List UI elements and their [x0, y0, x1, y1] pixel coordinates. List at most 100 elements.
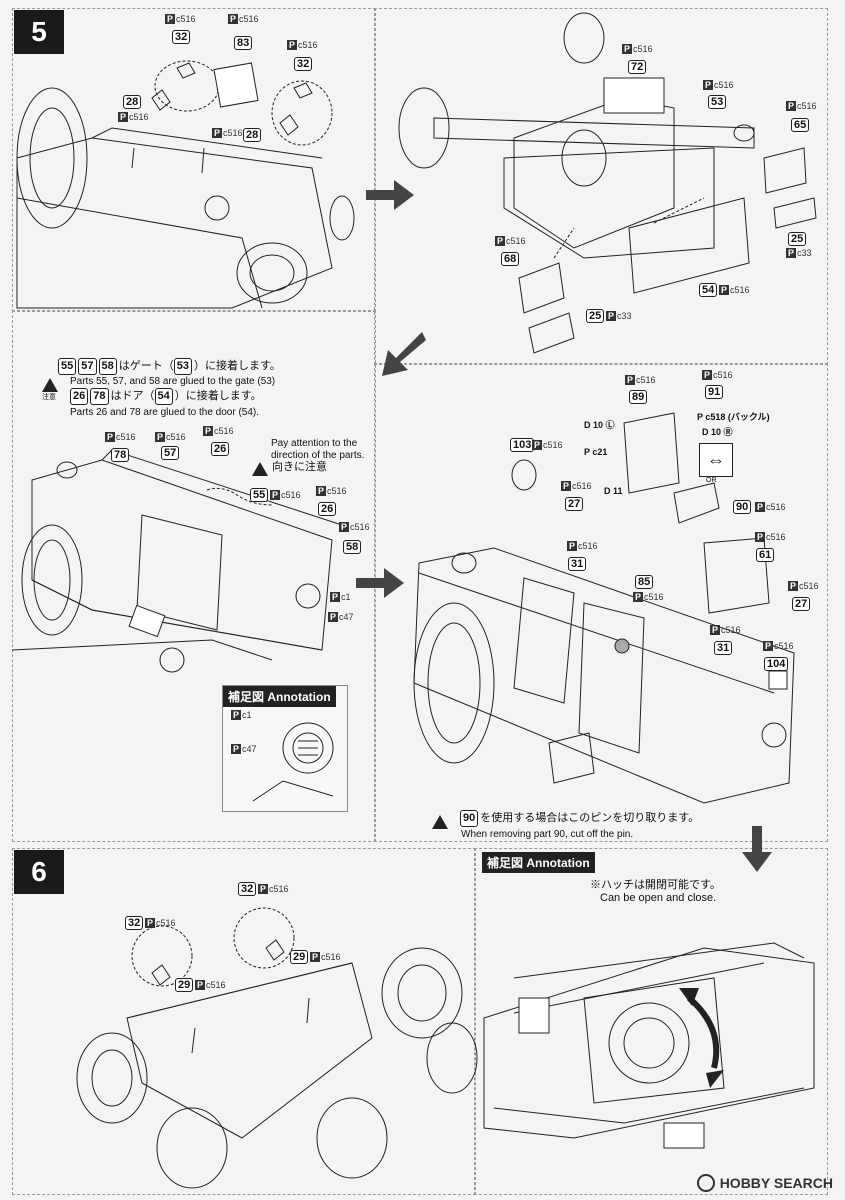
part-32b: 32	[294, 57, 313, 71]
watermark-logo-icon	[696, 1174, 715, 1192]
part-61: 61	[756, 548, 775, 562]
or-arrows-icon: ⇔	[699, 443, 733, 477]
part-28a: 28	[123, 95, 142, 109]
part-27a: 27	[565, 497, 584, 511]
arrow-down-left	[382, 332, 426, 376]
step6-drawing	[76, 907, 478, 1189]
step-6-badge: 6	[14, 850, 64, 894]
part-29b: 29	[175, 978, 194, 992]
mid-left-drawing	[11, 449, 343, 673]
part-91: 91	[705, 385, 724, 399]
part-27b: 27	[792, 597, 811, 611]
arrow-right-1	[366, 180, 414, 210]
tag-pc21: P c21	[584, 447, 608, 457]
attention-note-en: Pay attention to the direction of the pa…	[271, 438, 365, 461]
door-note-en: Parts 26 and 78 are glued to the door (5…	[70, 407, 260, 418]
hatch-annotation-title: 補足図 Annotation	[482, 852, 595, 873]
tag-d10l: D 10 Ⓛ	[584, 420, 615, 430]
hatch-panel	[474, 848, 828, 1195]
part-26b: 26	[318, 502, 337, 516]
part-53: 53	[708, 95, 727, 109]
part-89: 89	[629, 390, 648, 404]
step-5-badge: 5	[14, 10, 64, 54]
part-32c: 32	[238, 882, 257, 896]
hatch-note-en: Can be open and close.	[600, 892, 717, 904]
part-103: 103	[510, 438, 535, 452]
attention-warning-icon	[252, 460, 272, 478]
hobby-search-watermark: HOBBY SEARCH	[696, 1174, 833, 1192]
arrow-down	[742, 826, 772, 872]
part-104: 104	[764, 657, 789, 671]
tag-pc518: P c518 (バックル)	[697, 412, 770, 422]
step5-right-panel	[374, 8, 828, 365]
tag-d11: D 11	[604, 486, 623, 496]
step5-left-drawing	[16, 60, 355, 309]
pin-warning-icon	[432, 813, 452, 831]
pin-note-en: When removing part 90, cut off the pin.	[461, 829, 634, 840]
hatch-drawing	[483, 942, 815, 1149]
annotation-title: 補足図 Annotation	[223, 686, 336, 707]
part-85: 85	[635, 575, 654, 589]
part-58: 58	[343, 540, 362, 554]
part-65: 65	[791, 118, 810, 132]
mid-left-panel	[12, 310, 376, 842]
part-55: 55	[250, 488, 269, 502]
part-78: 78	[111, 448, 130, 462]
part-31a: 31	[568, 557, 587, 571]
step6-panel	[12, 848, 476, 1195]
part-32d: 32	[125, 916, 144, 930]
arrow-right-2	[356, 568, 404, 598]
part-57: 57	[161, 446, 180, 460]
hatch-note-jp: ※ハッチは開閉可能です。	[590, 879, 721, 891]
part-83: 83	[234, 36, 253, 50]
mid-right-panel	[374, 363, 828, 842]
or-label: OR	[706, 477, 717, 484]
warning-icon	[42, 376, 62, 394]
part-26a: 26	[211, 442, 230, 456]
gate-note-en: Parts 55, 57, and 58 are glued to the ga…	[70, 376, 276, 387]
tag-d10r: D 10 Ⓡ	[702, 427, 733, 437]
part-72: 72	[628, 60, 647, 74]
warn-label: 注意	[42, 394, 56, 401]
mid-right-drawing	[413, 412, 795, 804]
part-31b: 31	[714, 641, 733, 655]
